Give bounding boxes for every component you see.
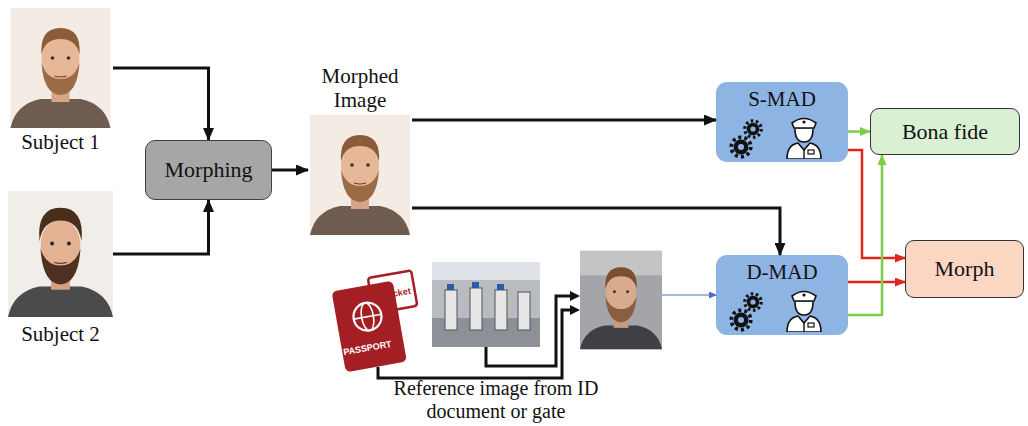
node-text: Morphing: [159, 157, 259, 182]
result-box: Morph: [905, 240, 1024, 298]
passport-text: PASSPORT: [343, 339, 393, 357]
connector-arrow: [848, 281, 905, 284]
node-text: Subject 1: [21, 130, 100, 154]
reference-photo: [580, 251, 662, 349]
passport-icon: [330, 270, 426, 372]
connector-arrow: [848, 155, 882, 315]
connector-arrow: [848, 150, 905, 258]
connector-arrow: [412, 119, 716, 122]
officer-icon: [787, 119, 821, 333]
node-text: D-MAD: [716, 255, 848, 284]
reference-group: Reference image from ID document or gate: [330, 245, 662, 423]
morphed-photo: [310, 115, 410, 235]
connector-arrow: [113, 200, 209, 254]
node-text: S-MAD: [716, 82, 848, 111]
process-box: Morphing: [145, 140, 272, 200]
subject-photo: Subject 2: [8, 188, 113, 320]
connector-arrow: [272, 169, 308, 172]
source-arrows: [378, 291, 580, 378]
node-text: Subject 2: [21, 322, 100, 346]
ticket-text: Ticket: [384, 286, 411, 300]
node-text: Morphed Image: [300, 64, 420, 112]
gear-icon: [731, 121, 761, 330]
morphed-photo: Morphed Image: [308, 115, 412, 235]
result-box: Bona fide: [870, 108, 1020, 155]
connector-arrow: [848, 130, 870, 133]
gate-picture: [432, 262, 540, 347]
node-text: Morph: [929, 256, 1001, 281]
connector-arrow: [662, 295, 716, 296]
detector-box: D-MAD: [716, 255, 848, 335]
connector-arrow: [412, 208, 780, 255]
detector-box: S-MAD: [716, 82, 848, 162]
node-text: Reference image from ID document or gate: [365, 377, 627, 423]
connector-arrow: [113, 68, 209, 140]
subject-photo: Subject 1: [8, 8, 113, 128]
face-photo: [11, 8, 111, 128]
node-text: Bona fide: [896, 119, 994, 144]
face-photo: [8, 191, 113, 317]
